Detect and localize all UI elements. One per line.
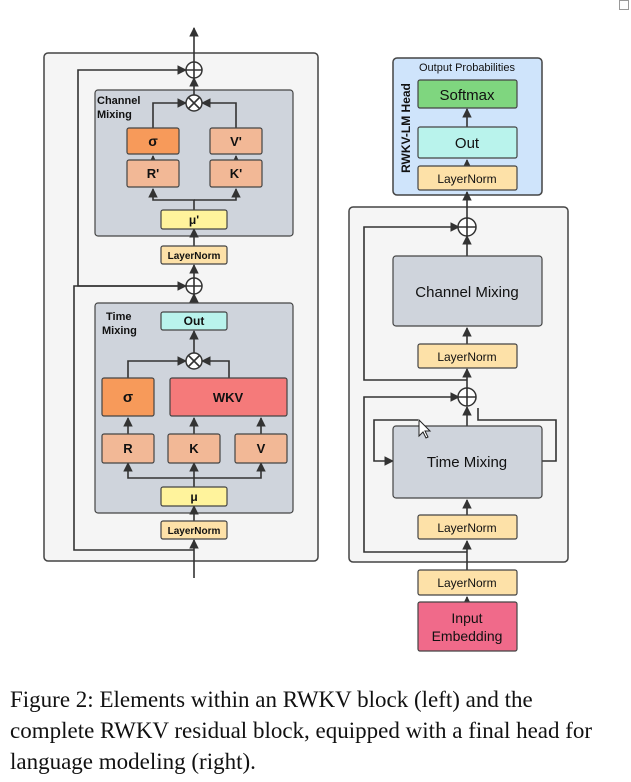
- rwkv-diagram: Channel Mixing σ V' R' K' μ': [43, 27, 569, 652]
- sigma-box-channel: [126, 127, 180, 155]
- k-label: K: [189, 441, 199, 456]
- mu-label: μ: [190, 490, 197, 504]
- sigma-label-channel: σ: [148, 133, 158, 149]
- layernorm-input: [417, 569, 518, 596]
- layernorm-head-label: LayerNorm: [437, 172, 496, 186]
- r-label: R: [123, 441, 133, 456]
- k-prime-box: [209, 159, 263, 188]
- right-rwkv-residual-block: RWKV-LM Head Output Probabilities Softma…: [348, 57, 569, 652]
- layernorm-time-right-label: LayerNorm: [437, 521, 496, 535]
- input-embedding-label-line1: Input: [451, 610, 482, 626]
- out-label-right: Out: [455, 135, 480, 152]
- k-box: [167, 433, 221, 464]
- time-mixing-label-line2: Mixing: [102, 325, 137, 337]
- mu-box: [160, 486, 228, 507]
- layernorm-input-label: LayerNorm: [437, 576, 496, 590]
- out-label-left: Out: [184, 314, 205, 328]
- v-prime-label: V': [230, 134, 242, 149]
- v-label: V: [257, 441, 266, 456]
- sigma-box-time: [101, 377, 155, 417]
- left-rwkv-block: Channel Mixing σ V' R' K' μ': [43, 27, 319, 578]
- layernorm-channel-right: [417, 343, 518, 369]
- layernorm-time-right: [417, 514, 518, 540]
- layernorm-channel-left: [160, 245, 228, 265]
- softmax-box: [417, 79, 518, 109]
- layernorm-head: [417, 165, 518, 191]
- mouse-cursor-icon: [418, 418, 432, 439]
- channel-mixing-label: Channel Mixing: [415, 284, 518, 301]
- layernorm-channel-left-label: LayerNorm: [168, 251, 221, 262]
- out-box-left: [160, 311, 228, 331]
- channel-mixing-label-line1: Channel: [97, 95, 140, 107]
- layernorm-time-left: [160, 520, 228, 540]
- out-box-right: [417, 126, 518, 159]
- v-box: [234, 433, 288, 464]
- lm-head-title: RWKV-LM Head: [399, 83, 413, 173]
- figure-caption: Figure 2: Elements within an RWKV block …: [10, 687, 593, 774]
- layernorm-channel-right-label: LayerNorm: [437, 350, 496, 364]
- r-prime-label: R': [147, 166, 159, 181]
- corner-mark-icon: [619, 0, 629, 10]
- channel-mixing-box: [392, 255, 543, 327]
- output-probabilities-label: Output Probabilities: [419, 62, 515, 74]
- input-embedding-label-line2: Embedding: [432, 628, 503, 644]
- layernorm-time-left-label: LayerNorm: [168, 526, 221, 537]
- k-prime-label: K': [230, 166, 242, 181]
- channel-mixing-label-line2: Mixing: [97, 109, 132, 121]
- softmax-label: Softmax: [439, 87, 495, 104]
- time-mixing-label: Time Mixing: [427, 454, 507, 471]
- input-embedding-box: [417, 601, 518, 652]
- r-box: [101, 433, 155, 464]
- time-mixing-label-line1: Time: [106, 311, 131, 323]
- wkv-label: WKV: [213, 390, 244, 405]
- mu-prime-label: μ': [189, 213, 199, 227]
- r-prime-box: [126, 159, 180, 188]
- mu-prime-box: [160, 209, 228, 230]
- time-mixing-box: [392, 425, 543, 499]
- wkv-box: [169, 377, 288, 417]
- v-prime-box: [209, 127, 263, 155]
- sigma-label-time: σ: [123, 389, 133, 406]
